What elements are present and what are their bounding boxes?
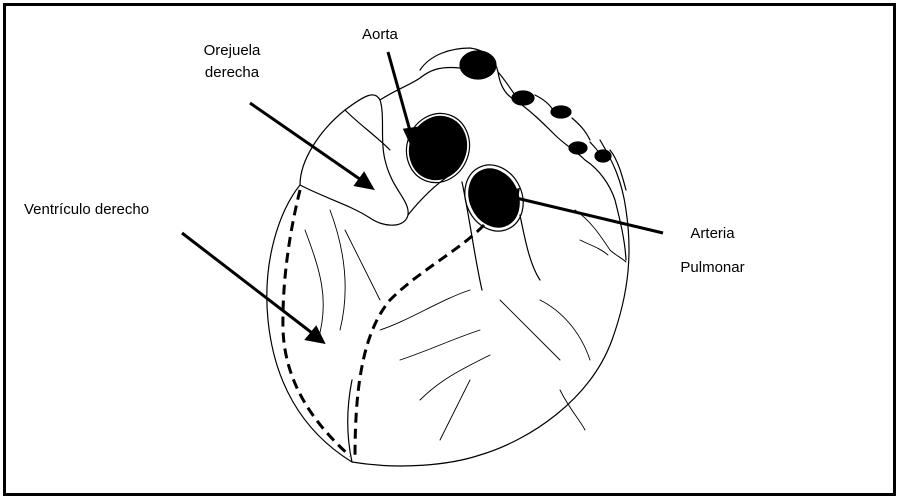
- vessel-3: [551, 106, 571, 118]
- arrow-orejuela: [250, 103, 364, 182]
- label-arteria-line2: Pulmonar: [670, 257, 755, 279]
- label-aorta: Aorta: [362, 24, 398, 46]
- left-atrium: [515, 100, 626, 260]
- label-orejuela-line2: derecha: [182, 62, 282, 84]
- label-arteria-line1: Arteria: [670, 223, 755, 245]
- auricle-fold: [345, 110, 390, 150]
- vessel-walls: [498, 72, 626, 190]
- label-orejuela: Orejuela derecha: [182, 40, 282, 84]
- heart-outline: [267, 140, 629, 466]
- label-orejuela-line1: Orejuela: [182, 40, 282, 62]
- coronary-vessels: [305, 210, 590, 440]
- label-ventriculo: Ventrículo derecho: [24, 199, 149, 221]
- arrow-orejuela-head: [356, 174, 372, 188]
- septum-dashed-left: [355, 225, 484, 456]
- arrow-aorta: [388, 52, 412, 138]
- apex-line: [348, 380, 352, 462]
- vessel-2: [512, 91, 534, 105]
- septum-dashed-right: [283, 190, 350, 456]
- arrow-arteria: [512, 197, 663, 233]
- vessel-1: [460, 51, 496, 79]
- right-auricle: [300, 95, 408, 225]
- label-arteria: Arteria Pulmonar: [670, 223, 755, 279]
- vessel-4: [569, 142, 587, 154]
- arrow-ventriculo: [182, 233, 316, 336]
